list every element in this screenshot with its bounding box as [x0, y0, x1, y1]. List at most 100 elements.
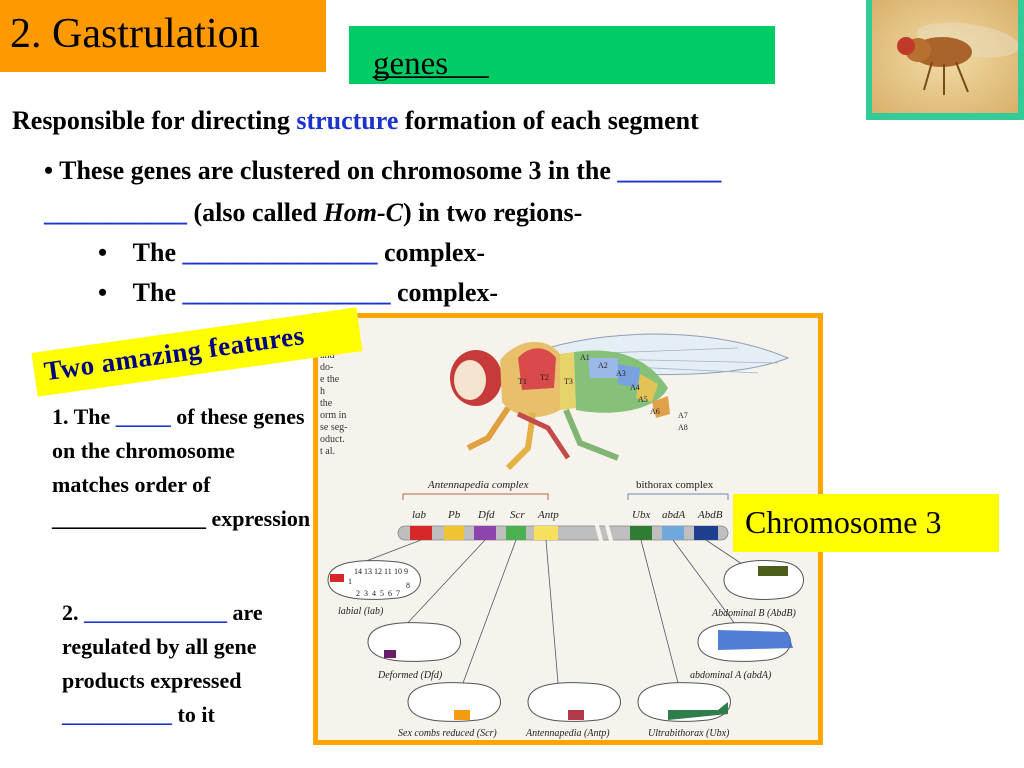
side-text-7: oduct. [320, 434, 345, 445]
side-text-3: h [320, 386, 325, 397]
seg-A7: A7 [678, 411, 688, 420]
chromosome-label-box: Chromosome 3 [733, 494, 999, 552]
embryo-num-9: 9 [404, 567, 408, 576]
feature-2-end: to it [177, 702, 215, 727]
sub-bullet-1-blank: _______________ [182, 238, 378, 267]
embryo-num-4: 4 [372, 589, 376, 598]
feature-1-blank-2: ______________ [52, 506, 206, 531]
antennapedia-label: Antennapedia complex [427, 479, 529, 491]
embryo-num-14: 14 [354, 567, 362, 576]
sub-bullet-2: • The ________________ complex- [98, 278, 498, 308]
feature-2-blank: _____________ [84, 600, 227, 625]
bullet-1-line-1: • These genes are clustered on chromosom… [44, 156, 721, 186]
side-text-1: do- [320, 362, 333, 373]
embryo-num-7: 7 [396, 589, 400, 598]
slide-title: 2. Gastrulation [10, 11, 260, 57]
embryo-scr: Sex combs reduced (Scr) [398, 682, 501, 739]
embryo-num-3: 3 [364, 589, 368, 598]
gene-Antp: Antp [537, 509, 559, 521]
embryo-label-antp: Antennapedia (Antp) [525, 728, 610, 739]
feature-1-pre: 1. The [52, 404, 111, 429]
seg-A6: A6 [650, 407, 660, 416]
feature-1-post: of these genes on the chromosome matches… [52, 404, 305, 497]
embryo-label-ubx: Ultrabithorax (Ubx) [648, 728, 730, 739]
side-text-4: the [320, 398, 333, 409]
sub-bullet-1-end: complex- [383, 238, 486, 267]
sub-bullet-1-dot: • [98, 238, 108, 267]
hox-diagram: and do- e the h the orm in se seg- oduct… [320, 333, 804, 739]
feature-1: 1. The _____ of these genes on the chrom… [52, 400, 314, 536]
embryo-num-6: 6 [388, 589, 392, 598]
seg-A5: A5 [638, 395, 648, 404]
bullet-1-line-2: ___________ (also called Hom-C) in two r… [44, 198, 582, 228]
seg-A3: A3 [616, 369, 626, 378]
hox-figure: and do- e the h the orm in se seg- oduct… [318, 318, 818, 740]
gene-abdA: abdA [662, 509, 686, 521]
bullet-1-blank-2: ___________ [44, 198, 187, 227]
sub-bullet-2-blank: ________________ [182, 278, 391, 307]
bithorax-label: bithorax complex [636, 479, 714, 491]
side-text-5: orm in [320, 410, 346, 421]
embryo-num-2: 2 [356, 589, 360, 598]
bullet-1-text: • These genes are clustered on chromosom… [44, 156, 611, 185]
sub-bullet-2-end: complex- [396, 278, 499, 307]
embryo-num-13: 13 [364, 567, 372, 576]
seg-T3: T3 [564, 377, 573, 386]
embryo-num-10: 10 [394, 567, 402, 576]
side-text-8: t al. [320, 446, 335, 457]
fly-eye [454, 360, 486, 400]
embryo-label-abda: abdominal A (abdA) [690, 670, 772, 681]
subtitle-highlight: structure [296, 106, 399, 135]
subtitle-after: formation of each segment [404, 106, 699, 135]
embryo-label-lab: labial (lab) [338, 606, 384, 617]
embryo-num-12: 12 [374, 567, 382, 576]
sub-bullet-2-the: The [132, 278, 176, 307]
fly-photo-frame [866, 0, 1024, 120]
feature-2: 2. _____________ are regulated by all ge… [62, 596, 312, 732]
genes-word: genes [373, 46, 449, 82]
embryo-dfd: Deformed (Dfd) [367, 622, 461, 681]
bullet-1-blank: ________ [617, 156, 722, 185]
gene-Dfd: Dfd [477, 509, 495, 521]
bullet-1-pre: (also called [193, 198, 318, 227]
feature-2-post: are regulated by all gene products expre… [62, 600, 263, 693]
embryo-abda: abdominal A (abdA) [690, 622, 793, 681]
title-box: 2. Gastrulation [0, 0, 326, 72]
feature-1-blank: _____ [115, 404, 171, 429]
embryo-abdb: Abdominal B (AbdB) [711, 560, 804, 619]
genes-box: _______ _______ genes [349, 26, 775, 84]
chromosome-bar [397, 521, 729, 545]
subtitle-before: Responsible for directing [12, 106, 290, 135]
fly-photo [872, 0, 1018, 113]
chromosome-label: Chromosome 3 [745, 504, 942, 540]
embryo-label-dfd: Deformed (Dfd) [377, 670, 443, 681]
gene-lab: lab [412, 509, 427, 521]
seg-T1: T1 [518, 377, 527, 386]
side-text-2: e the [320, 374, 340, 385]
gene-Scr: Scr [510, 509, 525, 521]
seg-A2: A2 [598, 361, 608, 370]
embryo-lab: 14 13 12 11 10 9 1 2 3 4 5 6 7 8 labial … [327, 560, 421, 617]
seg-A8: A8 [678, 423, 688, 432]
embryo-label-abdb: Abdominal B (AbdB) [711, 608, 797, 619]
bullet-1-post: ) in two regions- [402, 198, 583, 227]
embryo-label-scr: Sex combs reduced (Scr) [398, 728, 497, 739]
sub-bullet-2-dot: • [98, 278, 108, 307]
two-features-box: Two amazing features [27, 307, 369, 397]
fruit-fly-image [872, 0, 1018, 113]
seg-A4: A4 [630, 383, 640, 392]
bullet-1-italic: Hom-C [323, 198, 403, 227]
adult-fly-drawing: T1 T2 T3 A1 A2 A3 A4 A5 A6 A7 A8 [450, 333, 790, 471]
seg-T2: T2 [540, 373, 549, 382]
two-features-banner: Two amazing features [31, 307, 363, 397]
sub-bullet-1: • The _______________ complex- [98, 238, 485, 268]
embryo-antp: Antennapedia (Antp) [525, 682, 621, 739]
two-features-text: Two amazing features [42, 320, 307, 387]
feature-2-blank-2: __________ [62, 702, 172, 727]
embryo-ubx: Ultrabithorax (Ubx) [637, 682, 731, 739]
seg-A1: A1 [580, 353, 590, 362]
subtitle: Responsible for directing structure form… [12, 106, 699, 136]
side-text-6: se seg- [320, 422, 348, 433]
sub-bullet-1-the: The [132, 238, 176, 267]
gene-Ubx: Ubx [632, 509, 650, 521]
